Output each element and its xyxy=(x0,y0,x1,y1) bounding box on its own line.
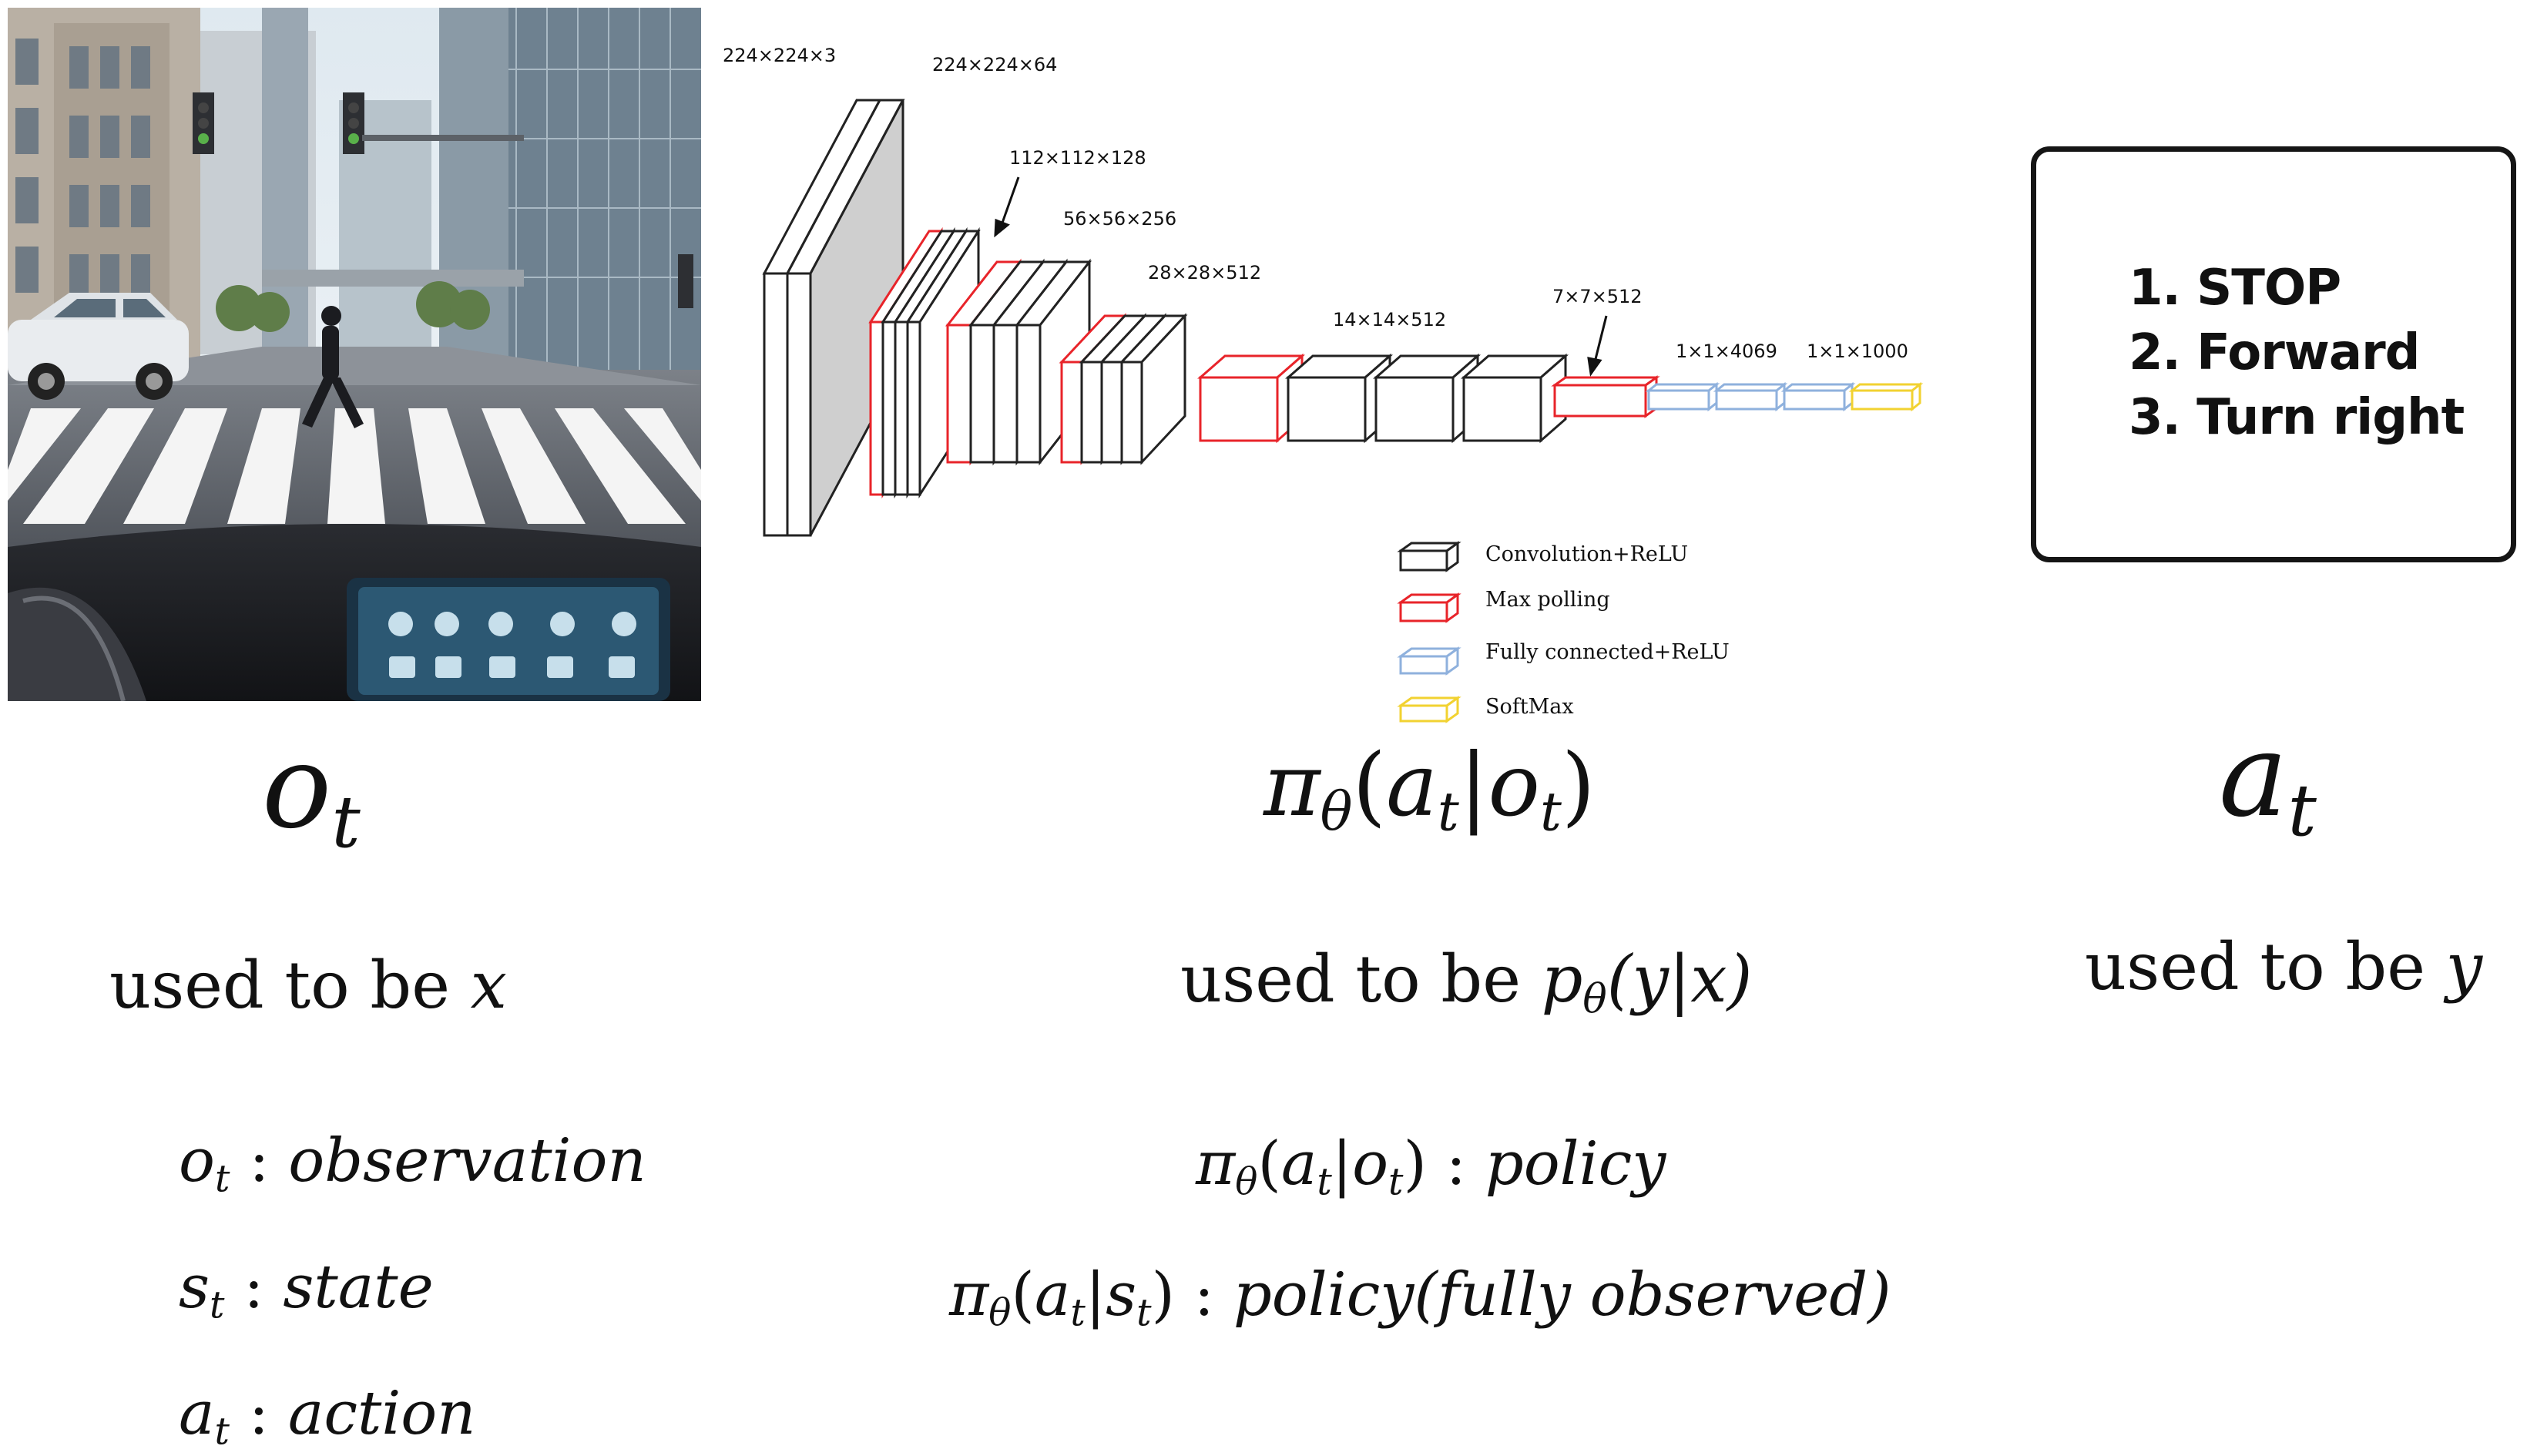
layer-label-6: 7×7×512 xyxy=(1552,286,1643,307)
layer-block xyxy=(1780,381,1856,412)
layer-block xyxy=(1713,381,1788,412)
definition-action: at : action xyxy=(179,1379,476,1454)
legend-label-softmax: SoftMax xyxy=(1485,695,1574,719)
street-scene-image xyxy=(8,8,701,701)
policy-symbol: πθ(at|ot) xyxy=(1264,736,1596,844)
legend: Convolution+ReLU Max polling Fully conne… xyxy=(1397,541,1730,723)
cnn-architecture-diagram: 224×224×3 224×224×64 112×112×128 56×56×2… xyxy=(723,45,1924,723)
layer-label-1: 224×224×64 xyxy=(932,54,1057,75)
definition-state: st : state xyxy=(179,1253,434,1327)
network-layers xyxy=(762,99,1924,537)
definition-policy: πθ(at|ot) : policy xyxy=(1196,1129,1666,1204)
pointer-arrows xyxy=(994,176,1608,377)
layer-block xyxy=(1848,381,1924,412)
layer-block xyxy=(785,99,905,537)
legend-item-softmax: SoftMax xyxy=(1397,695,1574,723)
action-item-forward: 2. Forward xyxy=(2129,324,2420,381)
layer-label-2: 112×112×128 xyxy=(1009,147,1146,169)
layer-block xyxy=(1645,381,1720,412)
legend-item-conv: Convolution+ReLU xyxy=(1397,541,1688,572)
action-item-stop: 1. STOP xyxy=(2129,260,2341,317)
action-item-turn-right: 3. Turn right xyxy=(2129,389,2465,446)
layer-block xyxy=(1373,353,1481,444)
layer-block xyxy=(1119,313,1188,465)
policy-caption: used to be pθ(y|x) xyxy=(1180,941,1753,1023)
layer-block xyxy=(1285,353,1393,444)
observation-symbol: ot xyxy=(262,720,361,864)
observation-caption: used to be x xyxy=(109,948,507,1023)
layer-label-5: 14×14×512 xyxy=(1333,309,1446,330)
legend-label-fc: Fully connected+ReLU xyxy=(1485,640,1730,664)
layer-label-3: 56×56×256 xyxy=(1063,208,1176,230)
layer-label-7: 1×1×4069 xyxy=(1676,341,1777,362)
legend-label-conv: Convolution+ReLU xyxy=(1485,542,1688,566)
legend-item-maxpool: Max polling xyxy=(1397,588,1610,623)
layer-block xyxy=(1461,353,1569,444)
action-caption: used to be y xyxy=(2085,929,2483,1005)
legend-label-maxpool: Max polling xyxy=(1485,588,1610,612)
definition-policy-fully-observed: πθ(at|st) : policy(fully observed) xyxy=(949,1260,1891,1335)
definition-observation: ot : observation xyxy=(179,1126,646,1201)
layer-block xyxy=(1551,375,1660,418)
layer-label-8: 1×1×1000 xyxy=(1807,341,1908,362)
layer-size-labels: 224×224×3 224×224×64 112×112×128 56×56×2… xyxy=(723,45,1908,362)
action-list-box: 1. STOP 2. Forward 3. Turn right xyxy=(2031,146,2516,562)
action-symbol: at xyxy=(2219,709,2317,853)
layer-label-0: 224×224×3 xyxy=(723,45,836,66)
layer-block xyxy=(1197,353,1305,444)
layer-label-4: 28×28×512 xyxy=(1148,262,1261,283)
legend-item-fc: Fully connected+ReLU xyxy=(1397,640,1730,676)
